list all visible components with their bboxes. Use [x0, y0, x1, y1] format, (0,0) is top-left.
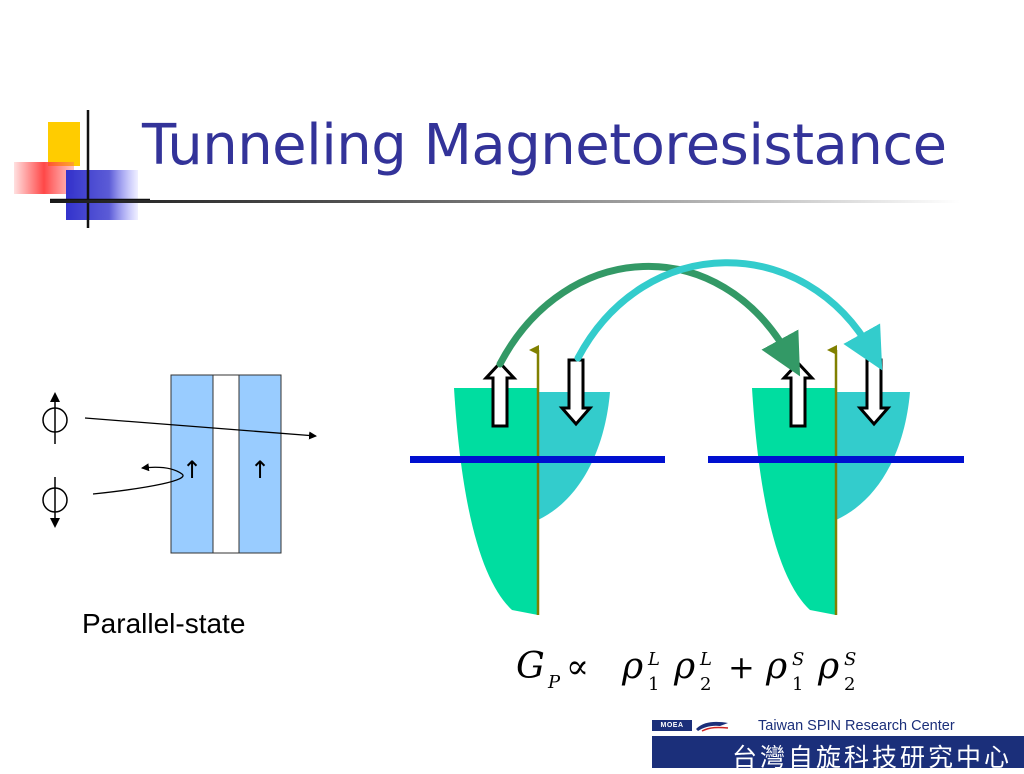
formula-term1-a-sub: 1	[648, 674, 659, 695]
slide-title: Tunneling Magnetoresistance	[142, 113, 947, 178]
minority-tunneling-arc	[574, 259, 883, 371]
conductance-formula: G P ∝ ρ L 1 ρ L 2 + ρ S 1 ρ S 2	[516, 646, 856, 695]
majority-tunneling-arc	[496, 263, 801, 377]
formula-plus: +	[728, 648, 755, 686]
formula-term1-b-sup: L	[699, 649, 712, 670]
formula-rho-2: ρ	[673, 646, 695, 687]
formula-term2-b-sup: S	[844, 649, 856, 670]
left-electrode-magnetization-icon: ↑	[182, 456, 202, 484]
formula-rho-1: ρ	[621, 646, 643, 687]
logo-blue-block	[66, 170, 138, 220]
title-underline	[50, 200, 960, 203]
formula-term2-b-sub: 2	[844, 674, 855, 695]
org-name-english: Taiwan SPIN Research Center	[758, 717, 955, 734]
formula-term2-a-sub: 1	[792, 674, 803, 695]
right-electrode	[238, 374, 282, 554]
left-density-of-states	[454, 345, 610, 615]
tunnel-barrier	[212, 374, 240, 554]
spin-down-electron-icon	[42, 477, 68, 528]
org-name-chinese: 台灣自旋科技研究中心	[731, 743, 1012, 772]
right-majority-band	[752, 388, 836, 615]
formula-term1-b-sub: 2	[700, 674, 711, 695]
left-electrode	[170, 374, 214, 554]
spin-up-electron-icon	[42, 392, 68, 444]
formula-rho-4: ρ	[817, 646, 839, 687]
formula-rho-3: ρ	[765, 646, 787, 687]
left-minority-spin-down-icon	[558, 358, 594, 427]
right-density-of-states	[752, 345, 910, 615]
left-majority-band	[454, 388, 538, 615]
formula-lhs-subscript: P	[547, 672, 561, 693]
moea-logo: MOEA	[652, 720, 692, 731]
moea-swoosh-icon	[696, 721, 729, 732]
logo-yellow-square	[48, 122, 80, 166]
formula-term1-a-sup: L	[647, 649, 660, 670]
formula-lhs: G	[516, 646, 545, 687]
right-fermi-level	[708, 456, 964, 463]
footer-bar: 台灣自旋科技研究中心	[652, 736, 1024, 772]
left-majority-spin-up-icon	[482, 360, 518, 428]
tunnel-junction: ↑ ↑	[170, 374, 282, 554]
formula-proportional-symbol: ∝	[566, 647, 589, 687]
transmitted-electron-path	[84, 417, 317, 440]
parallel-state-label: Parallel-state	[82, 608, 246, 639]
reflected-electron-path	[92, 463, 184, 495]
left-fermi-level	[410, 456, 665, 463]
footer-org-strip: MOEA Taiwan SPIN Research Center	[652, 715, 1024, 736]
logo-red-block	[14, 162, 74, 194]
formula-term2-a-sup: S	[792, 649, 804, 670]
right-electrode-magnetization-icon: ↑	[250, 456, 270, 484]
right-majority-spin-up-icon	[780, 360, 816, 428]
